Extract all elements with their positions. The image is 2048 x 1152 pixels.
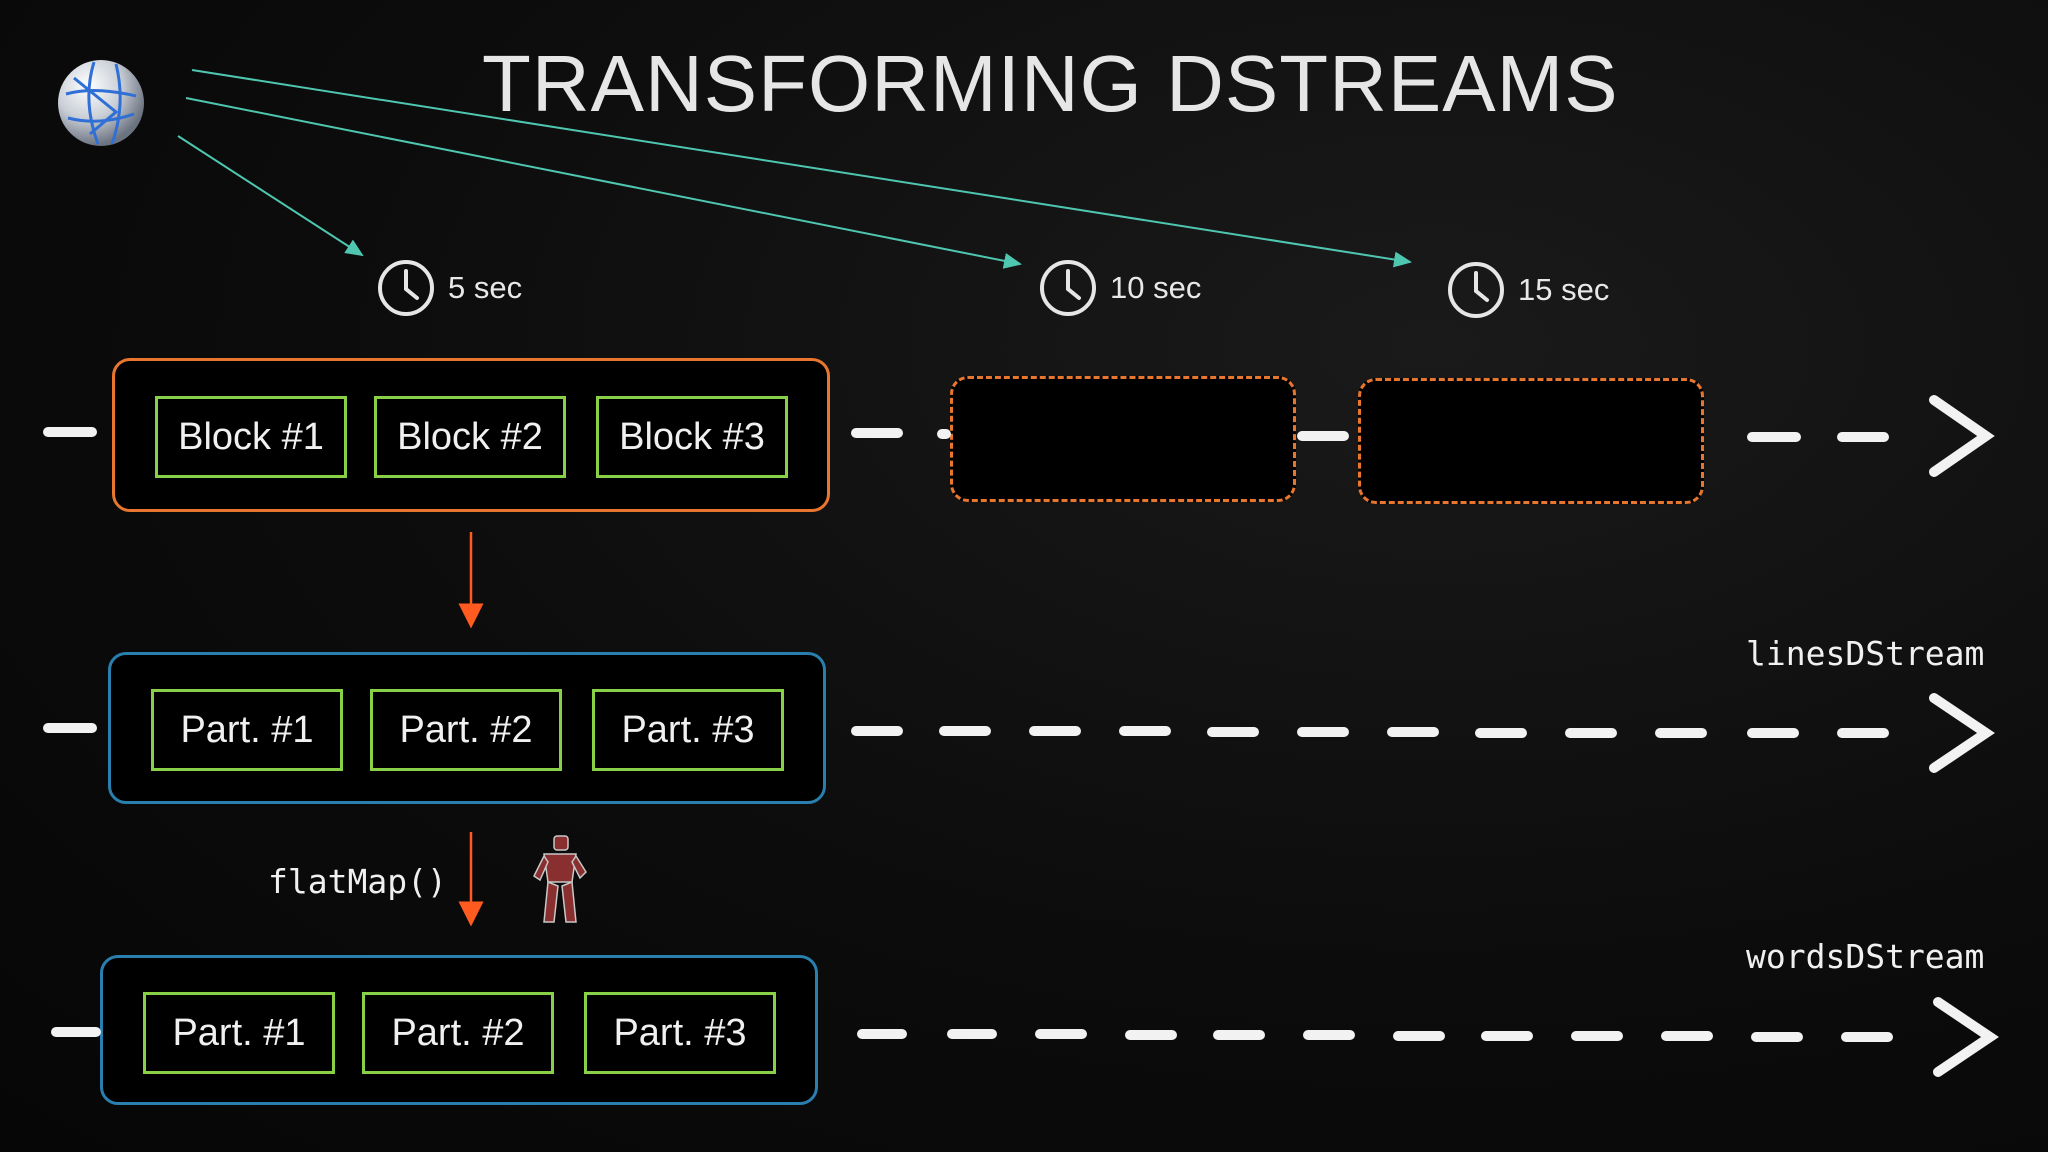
partition-cell: Part. #1 [143,992,335,1074]
partition-cell: Part. #2 [362,992,554,1074]
partition-cell: Part. #3 [584,992,776,1074]
slide-title: TRANSFORMING DSTREAMS [482,39,1619,128]
partition-cell: Part. #3 [592,689,784,771]
clock-10-sec: 10 sec [1038,258,1201,318]
partition-cell: Part. #2 [370,689,562,771]
stream-arrow-head [1929,693,1995,773]
stream-label: linesDStream [1746,634,1985,673]
stream-arrow-head [1929,395,1995,477]
transformer-robot-icon [533,835,587,923]
block-cell: Block #1 [155,396,347,478]
block-cell: Block #3 [596,396,788,478]
future-batch-box [1358,378,1704,504]
stream-arrow-head [1933,997,1999,1077]
clock-5-sec: 5 sec [376,258,522,318]
operation-label: flatMap() [268,862,447,901]
globe-icon [58,60,144,146]
clock-label: 10 sec [1110,270,1202,305]
future-batch-box [950,376,1296,502]
partition-cell: Part. #1 [151,689,343,771]
clock-label: 15 sec [1518,272,1610,307]
clock-icon [378,260,434,316]
clock-icon [1040,260,1096,316]
clock-label: 5 sec [448,270,523,305]
clock-icon [1448,262,1504,318]
source-arrow [177,135,364,257]
source-arrow [191,69,1412,268]
clock-15-sec: 15 sec [1446,260,1609,320]
stream-label: wordsDStream [1746,937,1985,976]
block-cell: Block #2 [374,396,566,478]
source-arrow [185,97,1022,269]
